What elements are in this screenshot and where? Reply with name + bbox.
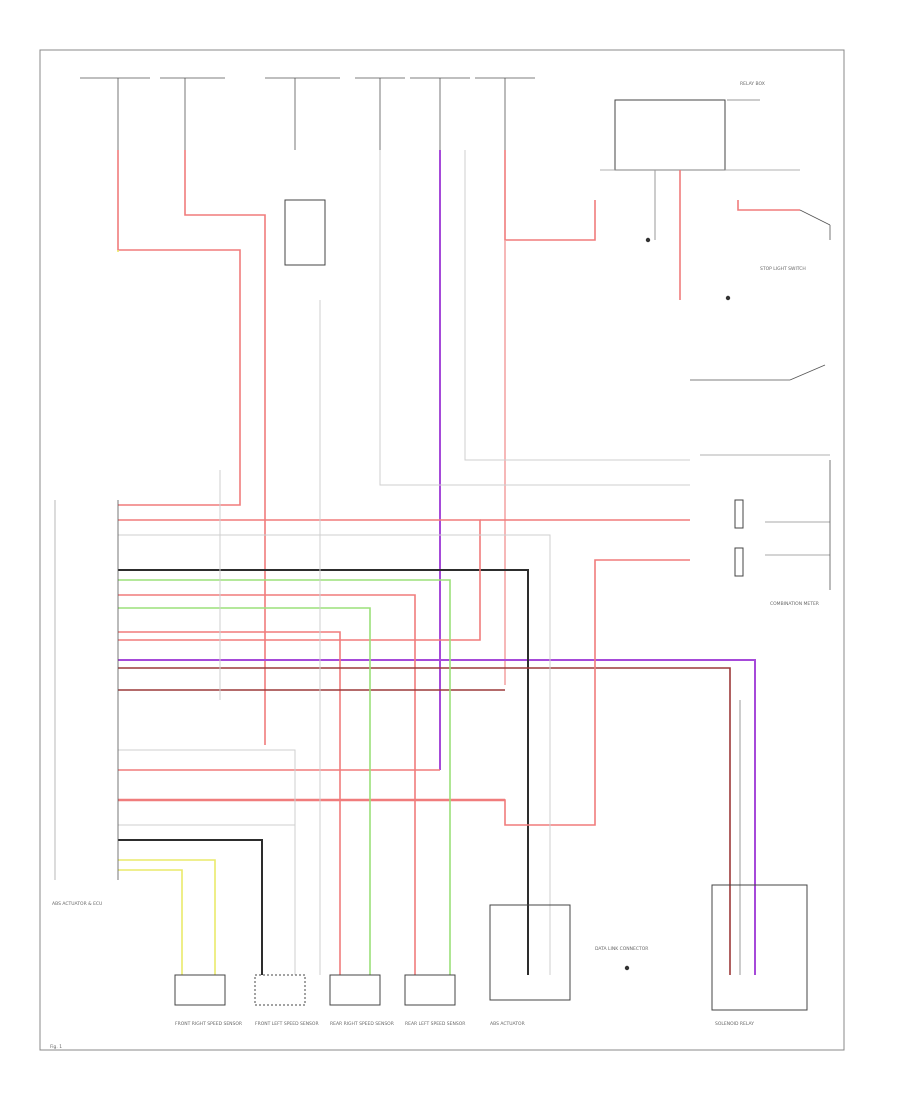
sensor-rl-box	[404, 974, 456, 1006]
data-link-label: DATA LINK CONNECTOR	[595, 946, 648, 952]
relay-box	[614, 99, 726, 171]
actuator-box	[489, 904, 571, 1001]
fuse-row	[80, 77, 535, 150]
solenoid-relay-box	[711, 884, 808, 1011]
abs-computer-label: ABS ACTUATOR & ECU	[52, 901, 102, 907]
sensor-fl-box	[254, 974, 306, 1006]
actuator-label: ABS ACTUATOR	[490, 1021, 525, 1027]
solenoid-relay-label: SOLENOID RELAY	[715, 1021, 754, 1027]
combination-meter-label: COMBINATION METER	[770, 601, 819, 607]
speed-sensors	[174, 884, 808, 1011]
wire-harness	[117, 150, 800, 975]
diagram-frame	[39, 49, 845, 1051]
sensor-rr-box	[329, 974, 381, 1006]
sensor-fl-label: FRONT LEFT SPEED SENSOR	[255, 1021, 319, 1027]
ground-point	[624, 965, 630, 971]
footer-label: Fig. 1	[50, 1044, 62, 1050]
stop-switch-label: STOP LIGHT SWITCH	[760, 266, 806, 272]
relay-box-label: RELAY BOX	[740, 81, 765, 87]
sensor-rl-label: REAR LEFT SPEED SENSOR	[405, 1021, 465, 1027]
abs-computer-connector	[54, 500, 119, 880]
stop-light-switch	[690, 209, 831, 381]
ground-point	[645, 237, 651, 243]
ground-point	[725, 295, 731, 301]
switch-box	[284, 199, 326, 266]
sensor-rr-label: REAR RIGHT SPEED SENSOR	[330, 1021, 394, 1027]
combination-meter	[700, 454, 831, 590]
sensor-fr-box	[174, 974, 226, 1006]
sensor-fr-label: FRONT RIGHT SPEED SENSOR	[175, 1021, 242, 1027]
